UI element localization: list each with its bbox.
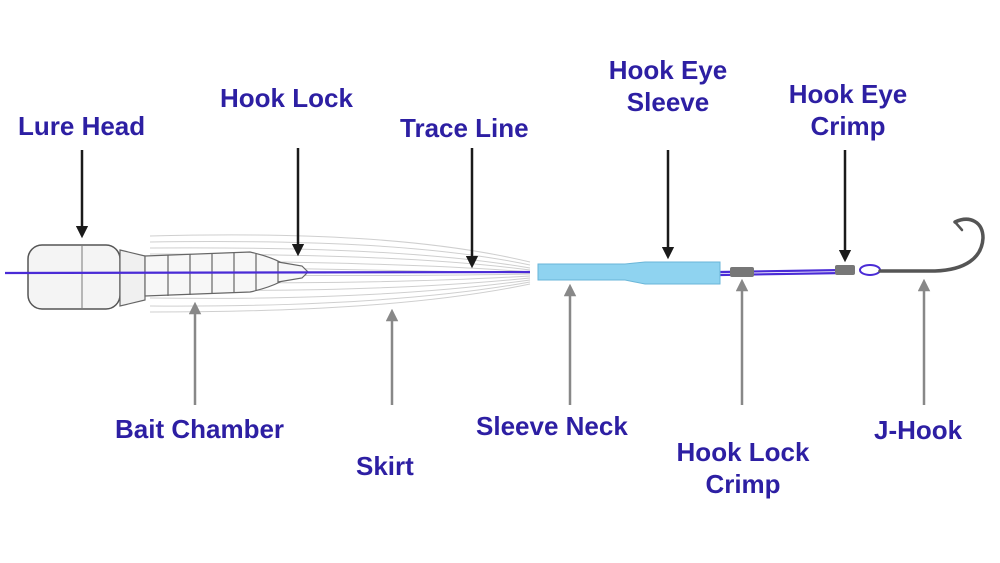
top-arrows bbox=[75, 148, 852, 269]
hook-lock-crimp bbox=[730, 267, 754, 277]
label-trace-line: Trace Line bbox=[400, 113, 529, 143]
bait-chamber bbox=[144, 251, 281, 297]
label-hook-lock-crimp-line1: Hook Lock bbox=[676, 437, 810, 467]
label-hook-eye-crimp-line2: Crimp bbox=[810, 111, 886, 141]
label-hook-eye-crimp-line1: Hook Eye bbox=[788, 79, 908, 109]
label-skirt: Skirt bbox=[356, 451, 414, 481]
label-hook-eye-crimp: Hook Eye Crimp bbox=[778, 78, 918, 142]
label-hook-eye-sleeve-line2: Sleeve bbox=[626, 87, 710, 117]
label-hook-eye-sleeve-line1: Hook Eye bbox=[608, 55, 728, 85]
label-bait-chamber: Bait Chamber bbox=[115, 414, 285, 444]
hook-eye-crimp bbox=[835, 265, 855, 275]
label-lure-head: Lure Head bbox=[18, 111, 146, 141]
sleeve bbox=[537, 261, 721, 285]
label-sleeve-neck: Sleeve Neck bbox=[476, 411, 628, 441]
label-hook-lock-crimp: Hook Lock Crimp bbox=[668, 436, 818, 500]
label-j-hook: J-Hook bbox=[874, 415, 963, 445]
lure-head bbox=[27, 244, 146, 310]
j-hook bbox=[859, 217, 985, 276]
bottom-arrows bbox=[188, 278, 931, 405]
label-hook-lock: Hook Lock bbox=[220, 83, 353, 113]
label-hook-eye-sleeve: Hook Eye Sleeve bbox=[598, 54, 738, 118]
label-hook-lock-crimp-line2: Crimp bbox=[705, 469, 781, 499]
